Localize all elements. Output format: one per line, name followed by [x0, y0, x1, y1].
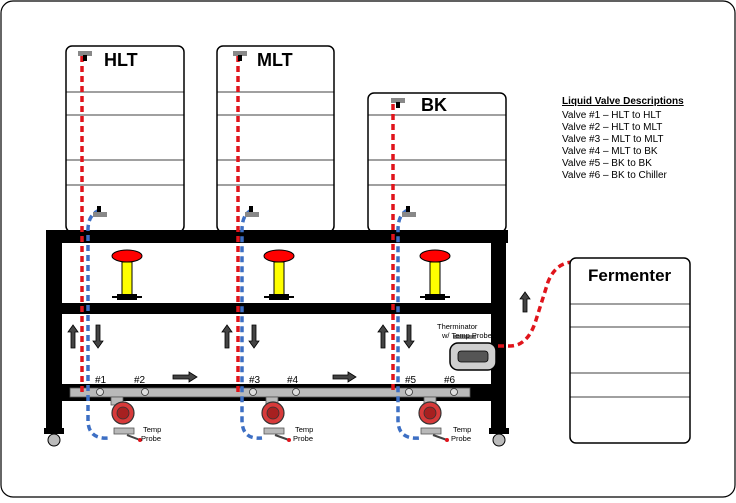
hlt-kettle: HLT [65, 45, 185, 233]
bk-label: BK [421, 95, 447, 115]
legend-item: Valve #5 – BK to BK [562, 158, 652, 169]
svg-text:Probe: Probe [293, 434, 313, 443]
legend-item: Valve #2 – HLT to MLT [562, 122, 662, 133]
valve-manifold [69, 387, 471, 398]
legend-item: Valve #6 – BK to Chiller [562, 170, 668, 181]
hlt-label: HLT [104, 50, 138, 70]
valve-label-1: #1 [95, 375, 107, 386]
therminator-sublabel: w/ Temp Probe [441, 331, 492, 340]
svg-text:Temp: Temp [453, 425, 471, 434]
fermenter: Fermenter [569, 257, 691, 444]
valve-label-5: #5 [405, 375, 417, 386]
valve-legend: Liquid Valve Descriptions Valve #1 – HLT… [562, 96, 684, 181]
temp-probe-2: Temp Probe [274, 425, 313, 443]
flow-lines [80, 56, 575, 440]
up-arrow-mlt-icon [221, 324, 233, 349]
mlt-label: MLT [257, 50, 293, 70]
bk-kettle: BK [367, 92, 507, 233]
svg-text:Probe: Probe [451, 434, 471, 443]
legend-item: Valve #4 – MLT to BK [562, 146, 658, 157]
svg-text:Temp: Temp [143, 425, 161, 434]
up-arrow-fermenter-icon [519, 291, 531, 313]
fermenter-label: Fermenter [588, 266, 672, 285]
temp-probe-1: Temp Probe [126, 425, 161, 443]
flow-arrows [67, 291, 531, 383]
up-arrow-bk-icon [377, 324, 389, 349]
valve-label-2: #2 [134, 375, 146, 386]
blue-line-mlt [240, 208, 263, 440]
svg-text:Probe: Probe [141, 434, 161, 443]
therminator: Therminator w/ Temp Probe [437, 322, 497, 371]
mlt-burner [263, 249, 295, 300]
pump-3 [418, 396, 442, 435]
down-arrow-bk-icon [403, 324, 415, 349]
valve-labels: #1 #2 #3 #4 #5 #6 [95, 375, 456, 386]
valve-label-3: #3 [249, 375, 261, 386]
right-arrow-1-icon [172, 371, 198, 383]
mlt-kettle: MLT [216, 45, 335, 233]
blue-line-bk [396, 208, 421, 440]
legend-item: Valve #1 – HLT to HLT [562, 110, 661, 121]
hlt-burner [111, 249, 143, 300]
pump-2 [261, 396, 285, 435]
legend-title: Liquid Valve Descriptions [562, 96, 684, 107]
up-arrow-hlt-icon [67, 324, 79, 349]
pump-1 [110, 396, 135, 435]
kettle-fittings [78, 51, 416, 217]
therminator-label: Therminator [437, 322, 478, 331]
svg-text:Temp: Temp [295, 425, 313, 434]
red-line-fermenter [498, 260, 575, 348]
legend-item: Valve #3 – MLT to MLT [562, 134, 664, 145]
temp-probe-3: Temp Probe [432, 425, 471, 443]
right-arrow-2-icon [332, 371, 357, 383]
down-arrow-hlt-icon [92, 324, 104, 349]
down-arrow-mlt-icon [248, 324, 260, 349]
bk-burner [419, 249, 451, 300]
valve-label-6: #6 [444, 375, 456, 386]
valve-label-4: #4 [287, 375, 299, 386]
